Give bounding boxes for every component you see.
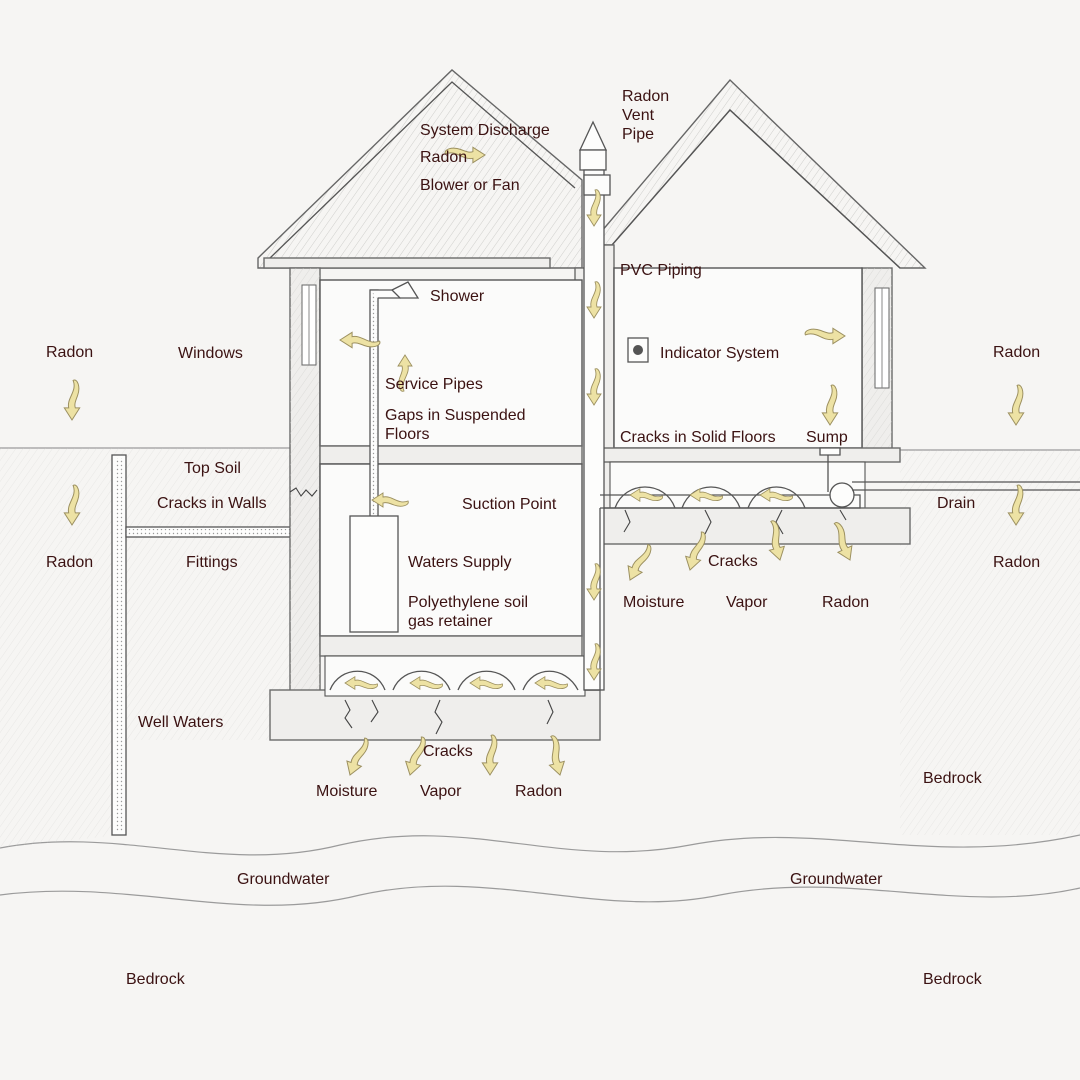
label-groundwater-left: Groundwater [237, 871, 330, 888]
cracks [289, 487, 847, 735]
label-gaps-in-suspended-floors: Gaps in Suspended Floors [385, 407, 526, 443]
left-roof [257, 69, 583, 269]
label-vapor-right: Vapor [726, 594, 768, 611]
label-radon-right-top: Radon [993, 344, 1041, 361]
label-groundwater-right: Groundwater [790, 871, 883, 888]
label-radon-vent-pipe: Radon Vent Pipe [622, 88, 670, 143]
label-radon-right-bottom: Radon [993, 554, 1041, 571]
radon-vent-pipe [578, 120, 861, 691]
label-moisture-left: Moisture [316, 783, 378, 800]
label-bedrock-bottom-right: Bedrock [923, 971, 982, 988]
label-bedrock-bottom-left: Bedrock [126, 971, 185, 988]
label-radon-left-floor: Radon [515, 783, 563, 800]
service-pipes [349, 281, 420, 633]
label-well-waters: Well Waters [138, 714, 224, 731]
label-pvc-piping: PVC Piping [620, 262, 702, 279]
indicator-sump-drain [627, 337, 1080, 508]
label-drain: Drain [937, 495, 976, 512]
label-moisture-right: Moisture [623, 594, 685, 611]
label-radon-left-top: Radon [46, 344, 94, 361]
label-waters-supply: Waters Supply [408, 554, 512, 571]
label-cracks-in-solid-floors: Cracks in Solid Floors [620, 429, 776, 446]
label-vapor-left: Vapor [420, 783, 462, 800]
label-top-soil: Top Soil [184, 460, 241, 477]
label-system-discharge: System Discharge [420, 122, 550, 139]
label-cracks-in-walls: Cracks in Walls [157, 495, 267, 512]
label-suction-point: Suction Point [462, 496, 557, 513]
label-radon-left-bottom: Radon [46, 554, 94, 571]
label-windows: Windows [178, 345, 243, 362]
label-polyethylene-soil-gas-retainer: Polyethylene soil gas retainer [408, 594, 529, 630]
label-shower: Shower [430, 288, 485, 305]
label-radon-discharge: Radon [420, 149, 468, 166]
label-sump: Sump [806, 429, 848, 446]
ground-strata [0, 447, 1080, 906]
label-blower-or-fan: Blower or Fan [420, 177, 520, 194]
left-house-structure [269, 267, 601, 741]
label-cracks-right: Cracks [708, 553, 758, 570]
label-indicator-system: Indicator System [660, 345, 780, 362]
label-fittings: Fittings [186, 554, 238, 571]
label-bedrock-mid-right: Bedrock [923, 770, 982, 787]
label-radon-right-floor: Radon [822, 594, 870, 611]
label-cracks-left: Cracks [423, 743, 473, 760]
label-service-pipes: Service Pipes [385, 376, 483, 393]
right-house-structure [596, 244, 911, 545]
